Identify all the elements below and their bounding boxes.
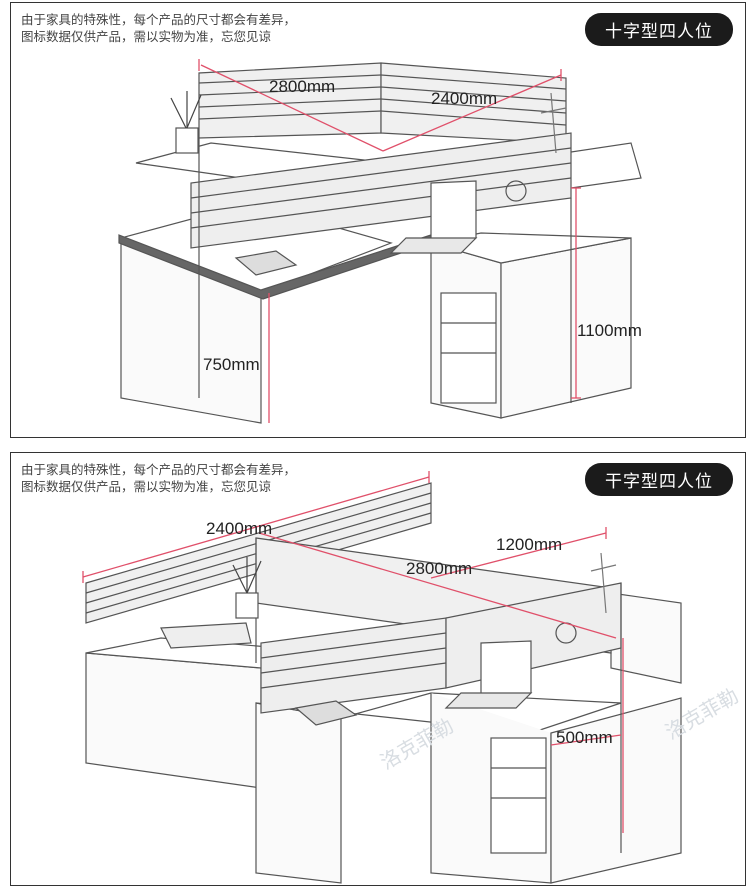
dimension-label-desk-depth: 500mm — [556, 728, 613, 747]
dimension-label-depth: 2400mm — [431, 89, 498, 108]
cross-desk-panel: 由于家具的特殊性，每个产品的尺寸都会有差异， 图标数据仅供产品，需以实物为准，忘… — [10, 2, 746, 438]
disclaimer-note: 由于家具的特殊性，每个产品的尺寸都会有差异， 图标数据仅供产品，需以实物为准，忘… — [21, 12, 297, 44]
dimension-label-depth: 2800mm — [406, 559, 473, 578]
dimension-label-width: 2800mm — [269, 77, 336, 96]
dimension-label-side-depth: 1200mm — [496, 535, 563, 554]
dimension-label-desk-height: 750mm — [203, 355, 260, 374]
product-title-badge: 干字型四人位 — [585, 463, 733, 496]
cross-desk-drawing — [118, 59, 642, 424]
dimension-label-width: 2400mm — [206, 519, 273, 538]
disclaimer-note: 由于家具的特殊性，每个产品的尺寸都会有差异， 图标数据仅供产品，需以实物为准，忘… — [21, 462, 297, 494]
product-title-badge: 十字型四人位 — [585, 13, 733, 46]
dimension-label-partition-height: 1100mm — [577, 321, 642, 340]
h-desk-panel: 由于家具的特殊性，每个产品的尺寸都会有差异， 图标数据仅供产品，需以实物为准，忘… — [10, 452, 746, 886]
h-desk-drawing — [82, 471, 682, 884]
